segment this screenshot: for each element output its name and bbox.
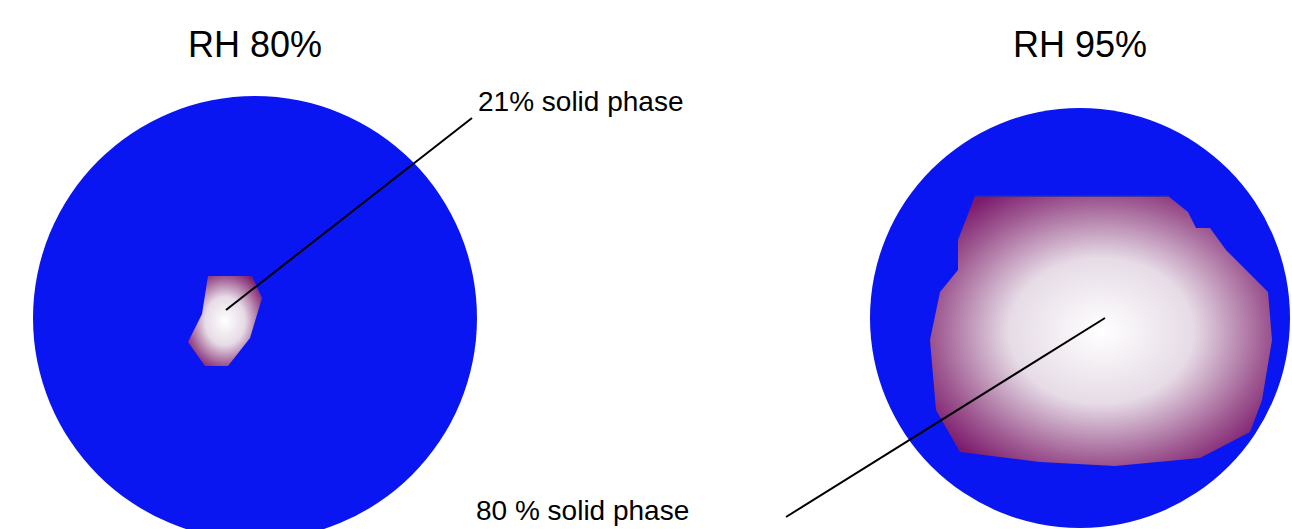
leader-line bbox=[786, 318, 1105, 517]
leader-line bbox=[226, 118, 472, 310]
humidity-droplet: RH 80% bbox=[33, 96, 477, 529]
callout-label: 80 % solid phase bbox=[476, 495, 689, 527]
liquid-phase bbox=[870, 108, 1290, 528]
humidity-droplet: RH 95% bbox=[870, 108, 1290, 528]
callout-text: 21% solid phase bbox=[478, 86, 683, 117]
droplet-circle bbox=[870, 108, 1290, 528]
droplet-circle bbox=[33, 96, 477, 529]
callout-label: 21% solid phase bbox=[478, 86, 683, 118]
large-crystal bbox=[930, 196, 1272, 466]
callout-text: 80 % solid phase bbox=[476, 495, 689, 526]
humidity-heading: RH 95% bbox=[1013, 24, 1147, 66]
small-crystal bbox=[188, 276, 262, 366]
humidity-heading: RH 80% bbox=[188, 24, 322, 66]
liquid-phase bbox=[33, 96, 477, 529]
